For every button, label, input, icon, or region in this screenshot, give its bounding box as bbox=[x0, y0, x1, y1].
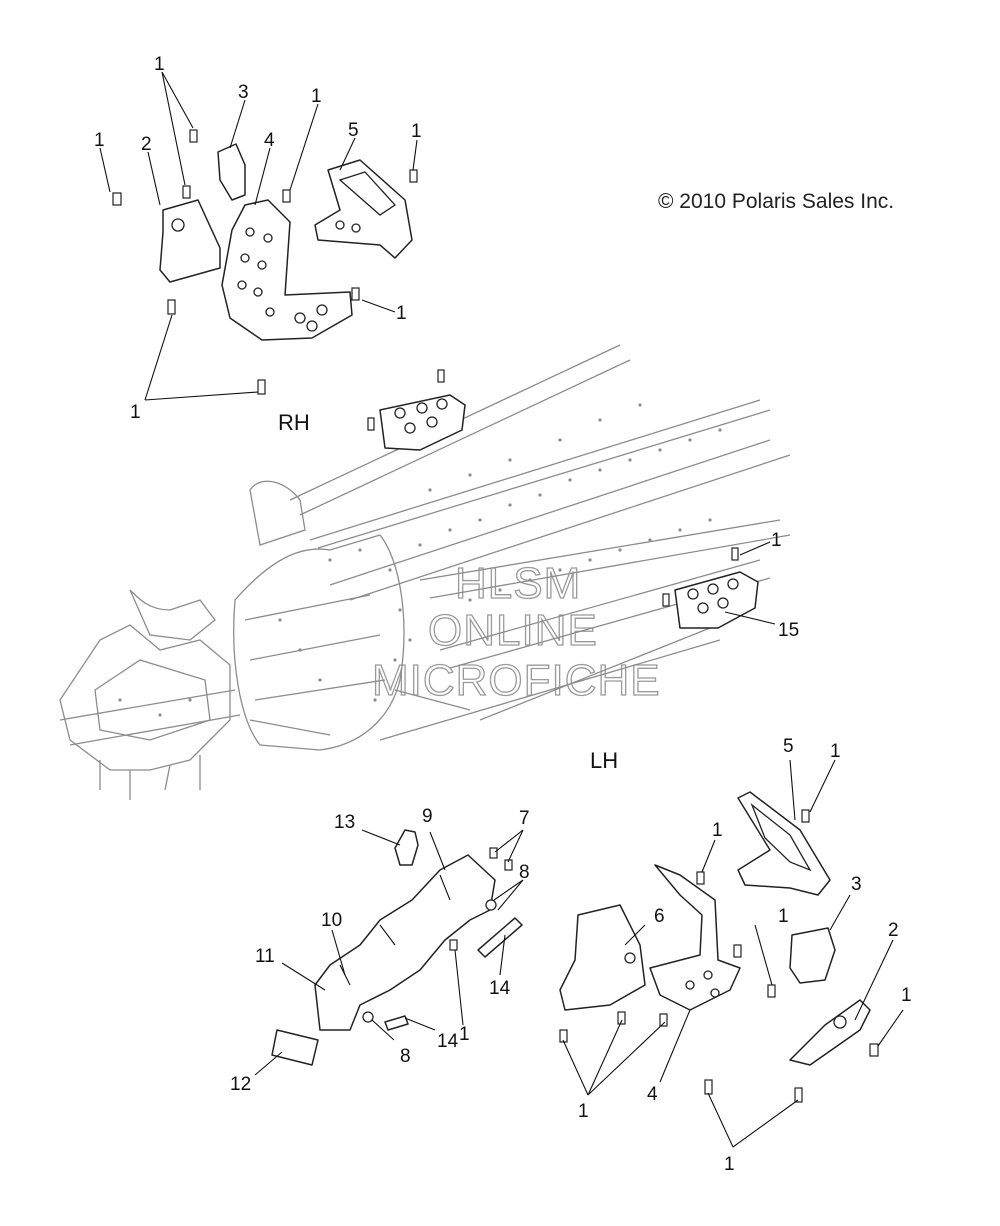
bracket-part-2-lh bbox=[789, 999, 871, 1066]
callout-14: 14 bbox=[437, 1031, 459, 1052]
callout-1: 1 bbox=[154, 54, 165, 75]
callout-1: 1 bbox=[830, 741, 841, 762]
callout-6: 6 bbox=[654, 906, 665, 927]
rh-group bbox=[99, 71, 418, 401]
callout-1: 1 bbox=[778, 906, 789, 927]
callout-2: 2 bbox=[141, 134, 152, 155]
plate-part-12 bbox=[271, 1029, 319, 1066]
callout-1: 1 bbox=[130, 402, 141, 423]
callout-5: 5 bbox=[348, 120, 359, 141]
callout-1: 1 bbox=[724, 1154, 735, 1175]
callout-1: 1 bbox=[94, 130, 105, 151]
rh-label: RH bbox=[278, 410, 310, 435]
lh-label: LH bbox=[590, 748, 618, 773]
callout-14: 14 bbox=[489, 978, 511, 999]
callout-13: 13 bbox=[334, 812, 355, 833]
callout-4: 4 bbox=[647, 1084, 658, 1105]
callout-1: 1 bbox=[459, 1024, 470, 1045]
callout-1: 1 bbox=[396, 303, 407, 324]
callout-11: 11 bbox=[255, 946, 275, 967]
callout-3: 3 bbox=[851, 874, 862, 895]
heat-shield-part-5-rh bbox=[314, 159, 413, 259]
callout-7: 7 bbox=[519, 808, 530, 829]
callout-2: 2 bbox=[888, 920, 899, 941]
lower-left-group bbox=[254, 829, 524, 1076]
watermark-line-1: HLSM bbox=[455, 559, 581, 608]
chassis-frame bbox=[59, 344, 791, 800]
rivets-rh bbox=[112, 129, 418, 395]
rivets-lh bbox=[559, 809, 879, 1103]
callouts: 1 3 1 1 2 4 5 1 1 1 1 15 5 1 1 3 6 1 2 1… bbox=[94, 54, 912, 1175]
callout-1: 1 bbox=[311, 86, 322, 107]
lh-group bbox=[559, 759, 904, 1148]
footrest-part-4-lh bbox=[649, 864, 741, 1011]
callout-9: 9 bbox=[422, 806, 433, 827]
callout-8: 8 bbox=[400, 1046, 411, 1067]
shield-part-6-lh bbox=[559, 904, 646, 1011]
callout-8: 8 bbox=[519, 862, 530, 883]
callout-4: 4 bbox=[264, 130, 275, 151]
watermark-line-3: MICROFICHE bbox=[372, 656, 661, 705]
callout-10: 10 bbox=[321, 910, 342, 931]
bracket-part-3-lh bbox=[789, 927, 836, 984]
cover-part-9-10-11 bbox=[314, 854, 496, 1031]
callout-1: 1 bbox=[578, 1101, 589, 1122]
nut-part-8-b bbox=[362, 1011, 374, 1023]
callout-3: 3 bbox=[238, 82, 249, 103]
callout-5: 5 bbox=[783, 736, 794, 757]
bracket-part-2-rh bbox=[159, 199, 221, 283]
strip-part-14-a bbox=[477, 917, 523, 958]
callout-15: 15 bbox=[778, 620, 799, 641]
callout-1: 1 bbox=[411, 121, 422, 142]
footrest-part-15 bbox=[662, 541, 776, 629]
nut-part-8-a bbox=[485, 899, 497, 911]
callout-1: 1 bbox=[712, 820, 723, 841]
callout-1: 1 bbox=[901, 985, 912, 1006]
watermark: HLSM ONLINE MICROFICHE bbox=[371, 558, 661, 705]
strip-part-14-b bbox=[384, 1015, 409, 1031]
clip-part-13 bbox=[394, 829, 419, 866]
copyright-text: © 2010 Polaris Sales Inc. bbox=[658, 190, 894, 213]
rh-small-footrest bbox=[367, 369, 466, 451]
callout-1: 1 bbox=[771, 530, 782, 551]
callout-12: 12 bbox=[230, 1074, 251, 1095]
bracket-part-3-rh bbox=[217, 143, 246, 201]
